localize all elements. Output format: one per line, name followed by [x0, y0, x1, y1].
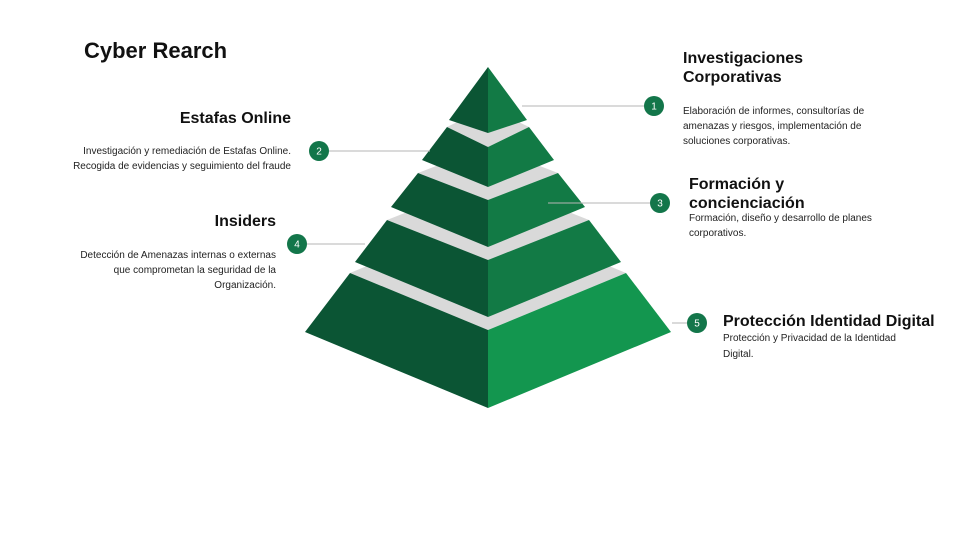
badge-circle-5: [687, 313, 707, 333]
level-5-description: Protección y Privacidad de la Identidad …: [723, 333, 896, 360]
badge-circle-3: [650, 193, 670, 213]
level-2-heading: Estafas Online: [179, 110, 291, 127]
badge-circle-1: [644, 96, 664, 116]
badge-number-2: 2: [316, 147, 322, 158]
level-1-description: Elaboración de informes, consultorías de…: [683, 106, 865, 147]
badge-number-4: 4: [294, 240, 300, 251]
page-title: Cyber Rearch: [84, 38, 228, 63]
tier-5-left-face: [305, 273, 488, 408]
badge-number-1: 1: [651, 102, 657, 113]
tier-5-right-face: [488, 273, 671, 408]
level-3-description: Formación, diseño y desarrollo de planes…: [689, 213, 872, 239]
tier-3-right-face: [488, 173, 585, 247]
tier-3-left-face: [391, 173, 488, 247]
badge-number-5: 5: [694, 319, 700, 330]
level-2-description: Investigación y remediación de Estafas O…: [73, 146, 291, 172]
level-3-heading: Formación y concienciación: [689, 176, 805, 212]
badge-number-3: 3: [657, 199, 663, 210]
level-5-heading: Protección Identidad Digital: [723, 313, 935, 330]
level-4-heading: Insiders: [214, 213, 276, 230]
tier-4-left-face: [355, 220, 488, 317]
tier-1-right-face: [488, 67, 527, 133]
tier-1-left-face: [449, 67, 488, 133]
badge-circle-4: [287, 234, 307, 254]
tier-4-right-face: [488, 220, 621, 317]
level-1-heading: Investigaciones Corporativas: [683, 50, 804, 86]
badge-circle-2: [309, 141, 329, 161]
level-4-description: Detección de Amenazas internas o externa…: [80, 250, 276, 291]
tier-2-right-face: [488, 127, 554, 187]
tier-2-left-face: [422, 127, 488, 187]
